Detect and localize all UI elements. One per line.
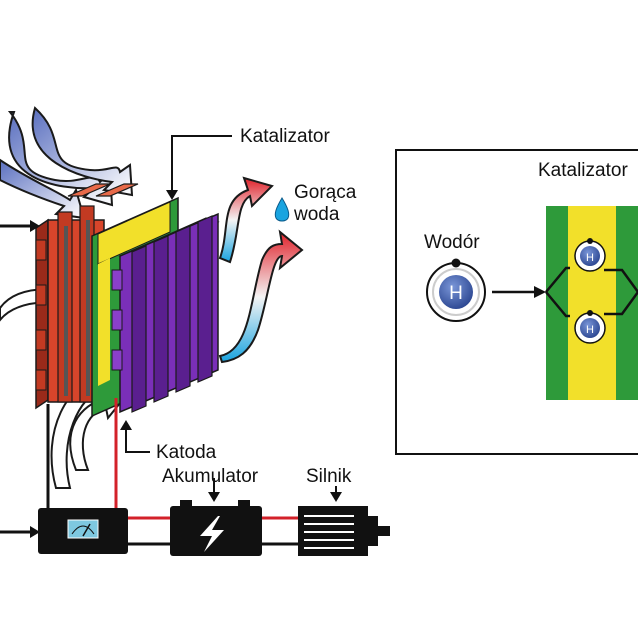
circuit-wires	[0, 220, 300, 546]
lightning-icon	[200, 516, 224, 552]
adsorbed-atom-bottom: H	[574, 310, 606, 344]
hot-water-arrows	[218, 176, 304, 364]
motor-icon	[298, 506, 390, 556]
reaction-inset: Katalizator Wodór H H	[395, 149, 638, 455]
catalyst-label: Katalizator	[240, 126, 330, 147]
water-drop-icon	[274, 197, 290, 222]
catalyst-strip	[546, 206, 638, 400]
battery-unit	[170, 500, 262, 556]
flow-arrows	[492, 266, 638, 318]
hydrogen-atom-symbol: H	[449, 283, 463, 304]
hydrogen-molecule-icon: H	[426, 258, 486, 322]
atom-symbol-top: H	[586, 252, 594, 264]
cathode-label: Katoda	[156, 442, 217, 463]
hydrogen-inflow-arrows	[0, 106, 134, 220]
cathode-plate	[111, 212, 220, 414]
hot-water-label-line2: woda	[293, 204, 340, 225]
catalyst-leader-line	[171, 135, 232, 196]
atom-symbol-bottom: H	[586, 324, 594, 336]
gauge-icon	[67, 519, 99, 539]
hydrogen-label: Wodór	[424, 232, 480, 253]
adsorbed-atom-top: H	[574, 238, 606, 272]
cathode-leader-line	[125, 426, 150, 453]
inset-catalyst-label: Katalizator	[538, 160, 628, 181]
motor-label: Silnik	[306, 466, 352, 487]
hot-water-label-line1: Gorąca	[294, 182, 357, 203]
battery-label: Akumulator	[162, 466, 259, 487]
controller-unit	[38, 508, 128, 554]
